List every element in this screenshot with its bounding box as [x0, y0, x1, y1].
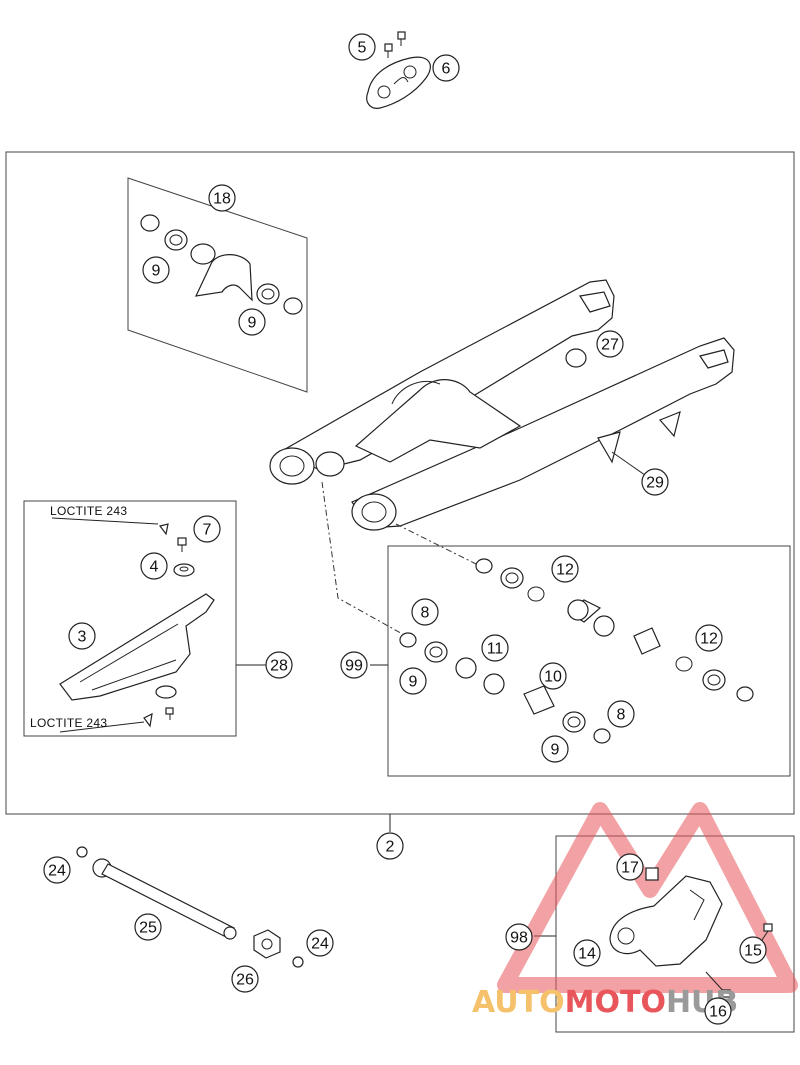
svg-text:18: 18 [213, 191, 231, 208]
callout-26: 26 [231, 965, 259, 993]
svg-text:11: 11 [487, 641, 504, 658]
svg-text:4: 4 [150, 559, 159, 576]
part-lower-bolt [165, 707, 174, 720]
loctite-drop-top [158, 523, 169, 536]
svg-text:29: 29 [646, 475, 664, 492]
part-chain-clamp [366, 56, 431, 109]
callout-27: 27 [596, 330, 624, 358]
svg-text:9: 9 [409, 674, 418, 691]
callout-2: 2 [376, 832, 404, 860]
box-18 [127, 177, 308, 393]
part-99-lower-row [399, 632, 611, 744]
svg-text:5: 5 [358, 40, 367, 57]
callout-layer: 5 6 18 9 9 27 29 7 4 3 28 99 12 12 8 11 … [43, 33, 767, 1025]
loctite-label-top: LOCTITE 243 [50, 504, 127, 518]
svg-text:2: 2 [386, 839, 395, 856]
callout-98: 98 [505, 923, 533, 951]
part-chain-guide [609, 875, 723, 967]
part-27-bushing [565, 348, 587, 368]
svg-text:28: 28 [270, 658, 288, 675]
svg-text:17: 17 [621, 860, 639, 877]
svg-text:25: 25 [139, 920, 157, 937]
svg-text:15: 15 [744, 943, 762, 960]
callout-12: 12 [695, 624, 723, 652]
svg-text:3: 3 [78, 629, 87, 646]
callout-25: 25 [134, 913, 162, 941]
callout-14: 14 [573, 939, 601, 967]
callout-3: 3 [68, 622, 96, 650]
svg-text:98: 98 [510, 930, 528, 947]
callout-10: 10 [539, 662, 567, 690]
box-28 [23, 500, 237, 737]
part-swingarm [269, 279, 735, 531]
callout-9: 9 [399, 667, 427, 695]
watermark-text: AUTOMOTOHUB [472, 985, 738, 1020]
callout-11: 11 [481, 634, 509, 662]
callout-16: 16 [704, 997, 732, 1025]
callout-6: 6 [432, 54, 460, 82]
callout-7: 7 [193, 515, 221, 543]
svg-text:9: 9 [551, 742, 560, 759]
part-lower-washer [155, 685, 177, 699]
svg-text:99: 99 [345, 658, 363, 675]
part-7-bolt [177, 537, 187, 552]
callout-17: 17 [616, 853, 644, 881]
svg-text:6: 6 [442, 61, 451, 78]
part-3-chain-guard [59, 593, 215, 701]
part-16-bolt [705, 971, 731, 998]
watermark-part-auto: AUTO [472, 985, 565, 1020]
callout-99: 99 [340, 651, 368, 679]
watermark-part-moto: MOTO [565, 985, 666, 1020]
svg-text:27: 27 [601, 337, 619, 354]
part-4-washer [173, 563, 195, 577]
part-18-bearings [140, 214, 303, 315]
loctite-label-bottom: LOCTITE 243 [30, 716, 107, 730]
callout-28: 28 [265, 651, 293, 679]
svg-text:10: 10 [544, 669, 562, 686]
bolt-5 [384, 31, 406, 58]
part-24-washer-bottom [292, 956, 304, 968]
callout-18: 18 [208, 184, 236, 212]
loctite-leader-top [51, 517, 159, 525]
svg-text:7: 7 [203, 522, 212, 539]
callout-5: 5 [348, 33, 376, 61]
svg-text:26: 26 [236, 972, 254, 989]
svg-text:24: 24 [311, 936, 329, 953]
part-99-upper-row [475, 558, 754, 702]
callout-9: 9 [541, 735, 569, 763]
callout-8: 8 [607, 700, 635, 728]
swingarm-assembly-frame [5, 151, 795, 815]
part-24-washer-top [76, 846, 88, 858]
svg-text:9: 9 [152, 263, 161, 280]
callout-9: 9 [238, 308, 266, 336]
svg-text:12: 12 [700, 631, 718, 648]
watermark-triangle [497, 802, 798, 993]
axis-line-lower [395, 523, 481, 567]
svg-text:24: 24 [48, 863, 66, 880]
box-99 [387, 545, 791, 777]
svg-text:8: 8 [421, 605, 430, 622]
callout-24: 24 [306, 929, 334, 957]
part-15-bolt [761, 923, 773, 941]
loctite-leader-bottom [59, 721, 145, 733]
callout-15: 15 [739, 936, 767, 964]
svg-text:9: 9 [248, 315, 257, 332]
callout-29: 29 [641, 468, 669, 496]
svg-text:12: 12 [556, 562, 574, 579]
callout-12: 12 [551, 555, 579, 583]
svg-text:8: 8 [617, 707, 626, 724]
axis-line-upper [321, 481, 407, 637]
part-17-nut [645, 867, 659, 881]
part-25-axle [92, 858, 237, 940]
callout-9: 9 [142, 256, 170, 284]
svg-text:14: 14 [578, 946, 596, 963]
loctite-drop-bottom [143, 712, 153, 728]
callout-24: 24 [43, 856, 71, 884]
part-26-nut [253, 929, 281, 959]
callout-4: 4 [140, 552, 168, 580]
svg-text:16: 16 [709, 1004, 727, 1021]
callout-8: 8 [411, 598, 439, 626]
